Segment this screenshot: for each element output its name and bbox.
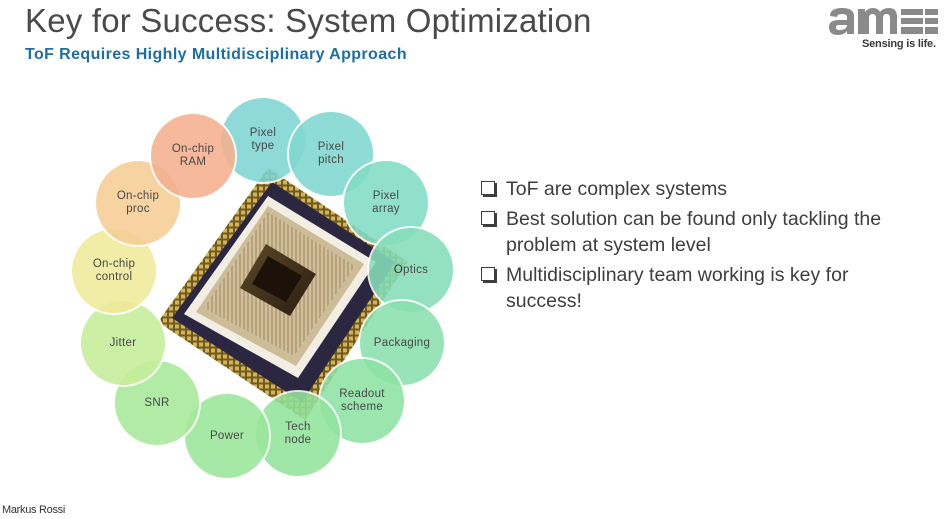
checkbox-bullet-icon [481,181,495,195]
bullet-list: ToF are complex systems Best solution ca… [478,176,918,318]
petal-label: On-chip RAM [171,143,215,168]
bullet-item: Best solution can be found only tackling… [478,206,918,258]
petal-label: Pixel array [372,190,400,215]
petal-label: Packaging [373,336,431,349]
bullet-text: Multidisciplinary team working is key fo… [506,264,849,312]
petal-label: On-chip proc [116,190,160,215]
petal-label: Optics [393,263,429,276]
petal-label: Pixel type [249,127,277,152]
slide-subtitle: ToF Requires Highly Multidisciplinary Ap… [25,46,407,63]
bullet-text: Best solution can be found only tackling… [506,208,882,256]
petal-label: Jitter [109,336,137,349]
petal-5: Packaging [358,299,446,387]
petal-label: SNR [144,396,170,409]
petal-label: Readout scheme [339,388,385,413]
petal-label: Power [209,429,245,442]
checkbox-bullet-icon [481,267,495,281]
petal-label: On-chip control [92,258,136,283]
petal-label: Tech node [284,421,312,446]
slide-title: Key for Success: System Optimization [25,2,592,39]
author-footer: Markus Rossi [2,504,66,516]
bullet-text: ToF are complex systems [506,178,728,200]
petal-6: Readout scheme [318,357,406,445]
bullet-item: Multidisciplinary team working is key fo… [478,262,918,314]
ams-logo [829,8,938,35]
petal-13: On-chip RAM [149,112,237,200]
petal-label: Pixel pitch [317,141,345,166]
logo-tagline: Sensing is life. [862,38,936,50]
bullet-item: ToF are complex systems [478,176,918,202]
checkbox-bullet-icon [481,211,495,225]
